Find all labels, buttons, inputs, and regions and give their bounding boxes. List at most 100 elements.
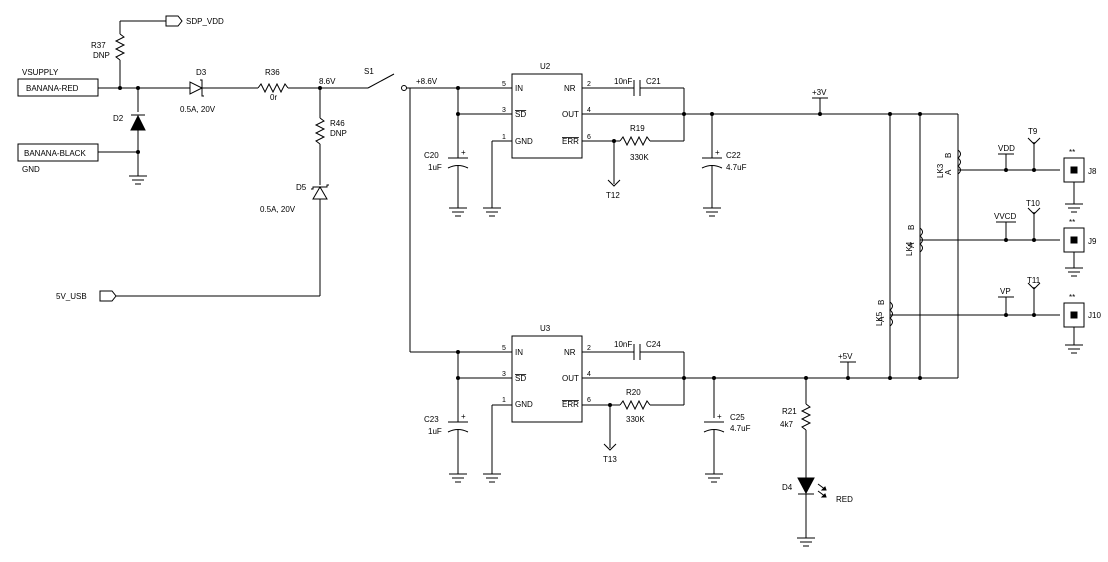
lk5-pin-a: A: [877, 316, 886, 322]
j8-ref: J8: [1088, 167, 1097, 176]
capacitor-c23: + C23 1uF: [424, 412, 469, 436]
switch-s1: S1: [364, 67, 407, 91]
banana-red-connector: BANANA-RED: [17, 78, 99, 97]
resistor-r21: R21 4k7: [780, 403, 812, 431]
u3-pin-5: 5: [502, 345, 506, 352]
u2-pin-in: IN: [515, 84, 523, 93]
capacitor-c25: + C25 4.7uF: [703, 412, 751, 433]
r37-value: DNP: [93, 51, 110, 60]
capacitor-c22: + C22 4.7uF: [701, 148, 747, 172]
c22-value: 4.7uF: [726, 163, 747, 172]
u2-pin-6: 6: [587, 134, 591, 141]
resistor-r46: R46 DNP: [314, 117, 347, 145]
r46-value: DNP: [330, 129, 347, 138]
ground-symbol: [705, 473, 723, 483]
banana-red-label: BANANA-RED: [26, 84, 79, 93]
c24-value: 10nF: [614, 340, 632, 349]
r19-ref: R19: [630, 124, 645, 133]
u3-pin-1: 1: [502, 397, 506, 404]
net-label-vdd: VDD: [998, 144, 1015, 153]
r36-value: 0r: [270, 93, 277, 102]
testpoint-t11: T11: [1027, 276, 1041, 290]
t12-ref: T12: [606, 191, 620, 200]
d2-ref: D2: [113, 114, 124, 123]
u3-pin-gnd: GND: [515, 400, 533, 409]
banana-black-connector: BANANA-BLACK: [17, 143, 99, 162]
capacitor-c20: + C20 1uF: [424, 148, 469, 172]
sdp-vdd-label: SDP_VDD: [186, 17, 224, 26]
u2-ref: U2: [540, 62, 551, 71]
u3-pin-sd: SD: [515, 374, 526, 383]
c25-polarity: +: [717, 412, 722, 421]
c25-ref: C25: [730, 413, 745, 422]
t10-ref: T10: [1026, 199, 1040, 208]
led-d4: D4 RED: [782, 477, 853, 504]
jumper-j10: ** J10: [1063, 293, 1101, 328]
capacitor-c21: 10nF C21: [614, 77, 661, 96]
regulator-u2: U2 IN SD GND NR OUT ERR 5 3 1 2 4 6: [502, 62, 591, 159]
lk3-ref: LK3: [936, 163, 945, 178]
u3-pin-2: 2: [587, 345, 591, 352]
lk4-ref: LK4: [905, 241, 914, 256]
u2-pin-out: OUT: [562, 110, 579, 119]
c20-ref: C20: [424, 151, 439, 160]
resistor-r19: R19 330K: [619, 124, 651, 162]
ground-symbol: [129, 175, 147, 185]
j10-marker: **: [1069, 293, 1075, 302]
u2-pin-2: 2: [587, 81, 591, 88]
u3-pin-in: IN: [515, 348, 523, 357]
r20-value: 330K: [626, 415, 645, 424]
usb-5v-port: 5V_USB: [56, 290, 117, 302]
u3-pin-nr: NR: [564, 348, 576, 357]
r19-value: 330K: [630, 153, 649, 162]
u2-pin-gnd: GND: [515, 137, 533, 146]
u2-pin-sd: SD: [515, 110, 526, 119]
c22-polarity: +: [715, 148, 720, 157]
t9-ref: T9: [1028, 127, 1038, 136]
d5-ref: D5: [296, 183, 307, 192]
gnd-label: GND: [22, 165, 40, 174]
s1-ref: S1: [364, 67, 374, 76]
u3-pin-err: ERR: [562, 400, 579, 409]
resistor-r37: R37 DNP: [91, 33, 126, 61]
net-label-plus-8v6: +8.6V: [416, 77, 438, 86]
ground-symbol: [449, 473, 467, 483]
c21-ref: C21: [646, 77, 661, 86]
r21-value: 4k7: [780, 420, 793, 429]
banana-black-label: BANANA-BLACK: [24, 149, 86, 158]
j9-ref: J9: [1088, 237, 1097, 246]
diode-d5: D5 0.5A, 20V: [260, 183, 329, 214]
d3-value: 0.5A, 20V: [180, 105, 216, 114]
u3-pin-3: 3: [502, 371, 506, 378]
u2-pin-3: 3: [502, 107, 506, 114]
c22-ref: C22: [726, 151, 741, 160]
lk5-pin-b: B: [877, 300, 886, 305]
r46-ref: R46: [330, 119, 345, 128]
diode-d3: D3 0.5A, 20V: [180, 68, 216, 114]
testpoint-t13: T13: [603, 443, 617, 464]
net-label-8v6: 8.6V: [319, 77, 336, 86]
u3-pin-out: OUT: [562, 374, 579, 383]
testpoint-t12: T12: [606, 179, 621, 200]
vsupply-label: VSUPPLY: [22, 68, 59, 77]
capacitor-c24: 10nF C24: [614, 340, 661, 360]
lk4-pin-a: A: [907, 242, 916, 248]
r20-ref: R20: [626, 388, 641, 397]
sdp-vdd-port: SDP_VDD: [165, 15, 224, 27]
u2-pin-nr: NR: [564, 84, 576, 93]
ground-symbol: [483, 473, 501, 483]
j10-ref: J10: [1088, 311, 1101, 320]
u3-pin-4: 4: [587, 371, 591, 378]
r21-ref: R21: [782, 407, 797, 416]
c24-ref: C24: [646, 340, 661, 349]
lk3-pin-a: A: [944, 169, 953, 175]
ground-symbol: [449, 207, 467, 217]
u2-pin-1: 1: [502, 134, 506, 141]
net-label-plus-3v: +3V: [812, 88, 827, 97]
u2-pin-4: 4: [587, 107, 591, 114]
u3-pin-6: 6: [587, 397, 591, 404]
c21-value: 10nF: [614, 77, 632, 86]
d3-ref: D3: [196, 68, 207, 77]
c23-value: 1uF: [428, 427, 442, 436]
